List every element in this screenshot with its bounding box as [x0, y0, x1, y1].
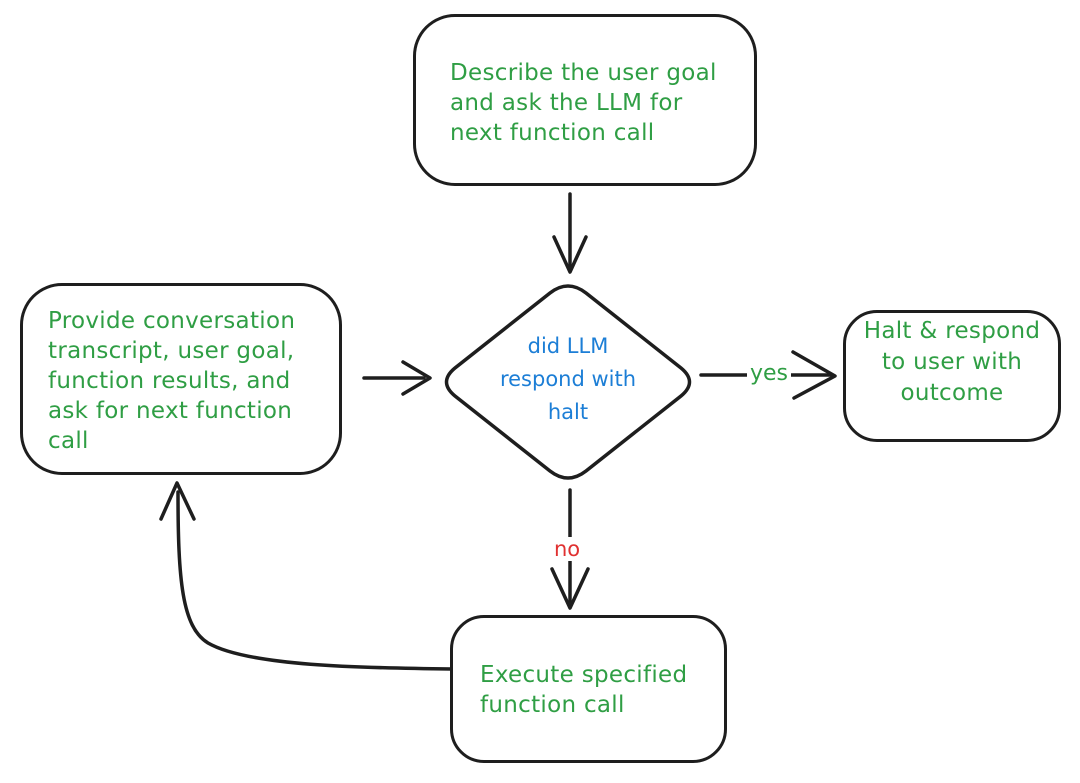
node-execute-call-text: Execute specified function call [480, 662, 688, 718]
arrow-execute-to-provide [159, 481, 454, 671]
node-describe-goal-text: Describe the user goal and ask the LLM f… [450, 60, 717, 146]
decision-diamond-shape [444, 284, 692, 480]
edge-label-no: no [551, 537, 584, 561]
node-provide-context [20, 283, 342, 475]
node-halt-respond-text: Halt & respond to user with outcome [863, 318, 1041, 406]
edge-label-yes: yes [747, 362, 792, 386]
arrow-provide-to-decision [362, 360, 432, 396]
arrow-describe-to-decision [552, 192, 588, 274]
node-execute-call [450, 615, 727, 763]
node-decision-text: did LLM respond with halt [499, 334, 637, 424]
node-provide-context-text: Provide conversation transcript, user go… [48, 308, 296, 454]
node-halt-respond [843, 310, 1061, 442]
node-describe-goal [413, 14, 757, 186]
